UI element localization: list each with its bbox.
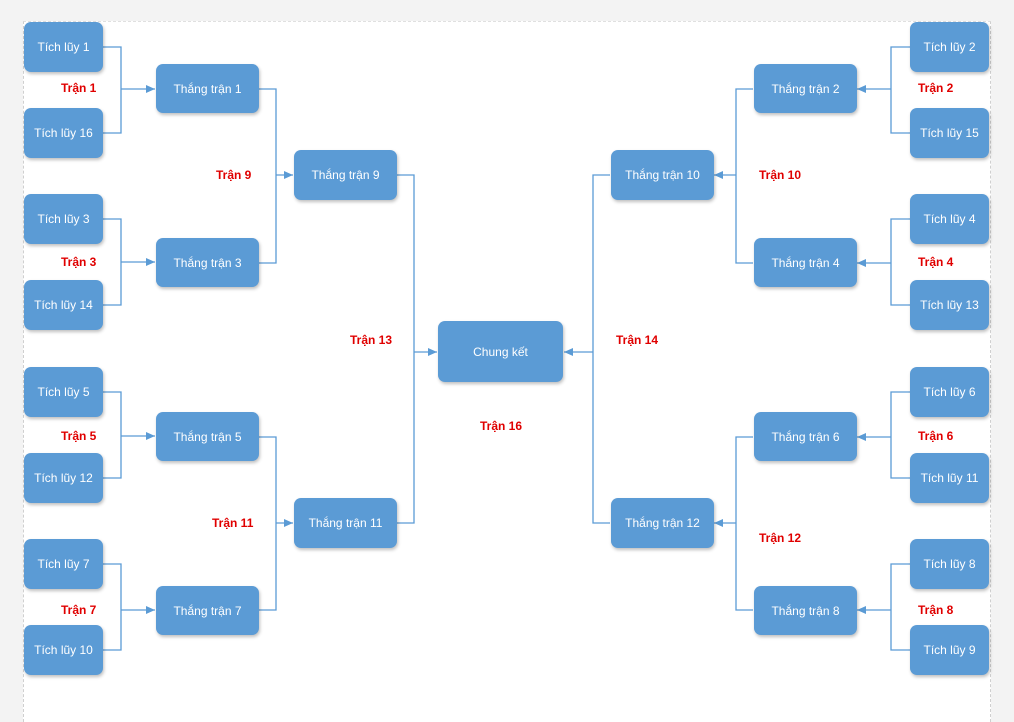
winner-5-box: Thắng trận 5: [156, 412, 259, 461]
winner-2-box: Thắng trận 2: [754, 64, 857, 113]
match-11-label: Trận 11: [212, 516, 254, 530]
winner-10-box: Thắng trận 10: [611, 150, 714, 200]
match-16-label: Trận 16: [480, 419, 523, 433]
match-14-label: Trận 14: [616, 333, 659, 347]
seed-5-box: Tích lũy 5: [24, 367, 103, 417]
match-6-label: Trận 6: [918, 429, 954, 443]
match-10-label: Trận 10: [759, 168, 802, 182]
final-box: Chung kết: [438, 321, 563, 382]
match-13-label: Trận 13: [350, 333, 393, 347]
winner-6-box: Thắng trận 6: [754, 412, 857, 461]
winner-9-box: Thắng trận 9: [294, 150, 397, 200]
seed-7-box: Tích lũy 7: [24, 539, 103, 589]
seed-12-box: Tích lũy 12: [24, 453, 103, 503]
match-12-label: Trận 12: [759, 531, 802, 545]
seed-10-box: Tích lũy 10: [24, 625, 103, 675]
match-7-label: Trận 7: [61, 603, 97, 617]
match-3-label: Trận 3: [61, 255, 97, 269]
match-5-label: Trận 5: [61, 429, 97, 443]
match-1-label: Trận 1: [61, 81, 97, 95]
seed-6-box: Tích lũy 6: [910, 367, 989, 417]
match-8-label: Trận 8: [918, 603, 954, 617]
winner-1-box: Thắng trận 1: [156, 64, 259, 113]
seed-4-box: Tích lũy 4: [910, 194, 989, 244]
seed-8-box: Tích lũy 8: [910, 539, 989, 589]
winner-4-box: Thắng trận 4: [754, 238, 857, 287]
match-9-label: Trận 9: [216, 168, 252, 182]
seed-16-box: Tích lũy 16: [24, 108, 103, 158]
seed-13-box: Tích lũy 13: [910, 280, 989, 330]
match-2-label: Trận 2: [918, 81, 954, 95]
seed-14-box: Tích lũy 14: [24, 280, 103, 330]
match-4-label: Trận 4: [918, 255, 954, 269]
seed-15-box: Tích lũy 15: [910, 108, 989, 158]
seed-11-box: Tích lũy 11: [910, 453, 989, 503]
winner-3-box: Thắng trận 3: [156, 238, 259, 287]
seed-3-box: Tích lũy 3: [24, 194, 103, 244]
seed-2-box: Tích lũy 2: [910, 22, 989, 72]
winner-12-box: Thắng trận 12: [611, 498, 714, 548]
winner-7-box: Thắng trận 7: [156, 586, 259, 635]
seed-9-box: Tích lũy 9: [910, 625, 989, 675]
winner-8-box: Thắng trận 8: [754, 586, 857, 635]
winner-11-box: Thắng trận 11: [294, 498, 397, 548]
seed-1-box: Tích lũy 1: [24, 22, 103, 72]
